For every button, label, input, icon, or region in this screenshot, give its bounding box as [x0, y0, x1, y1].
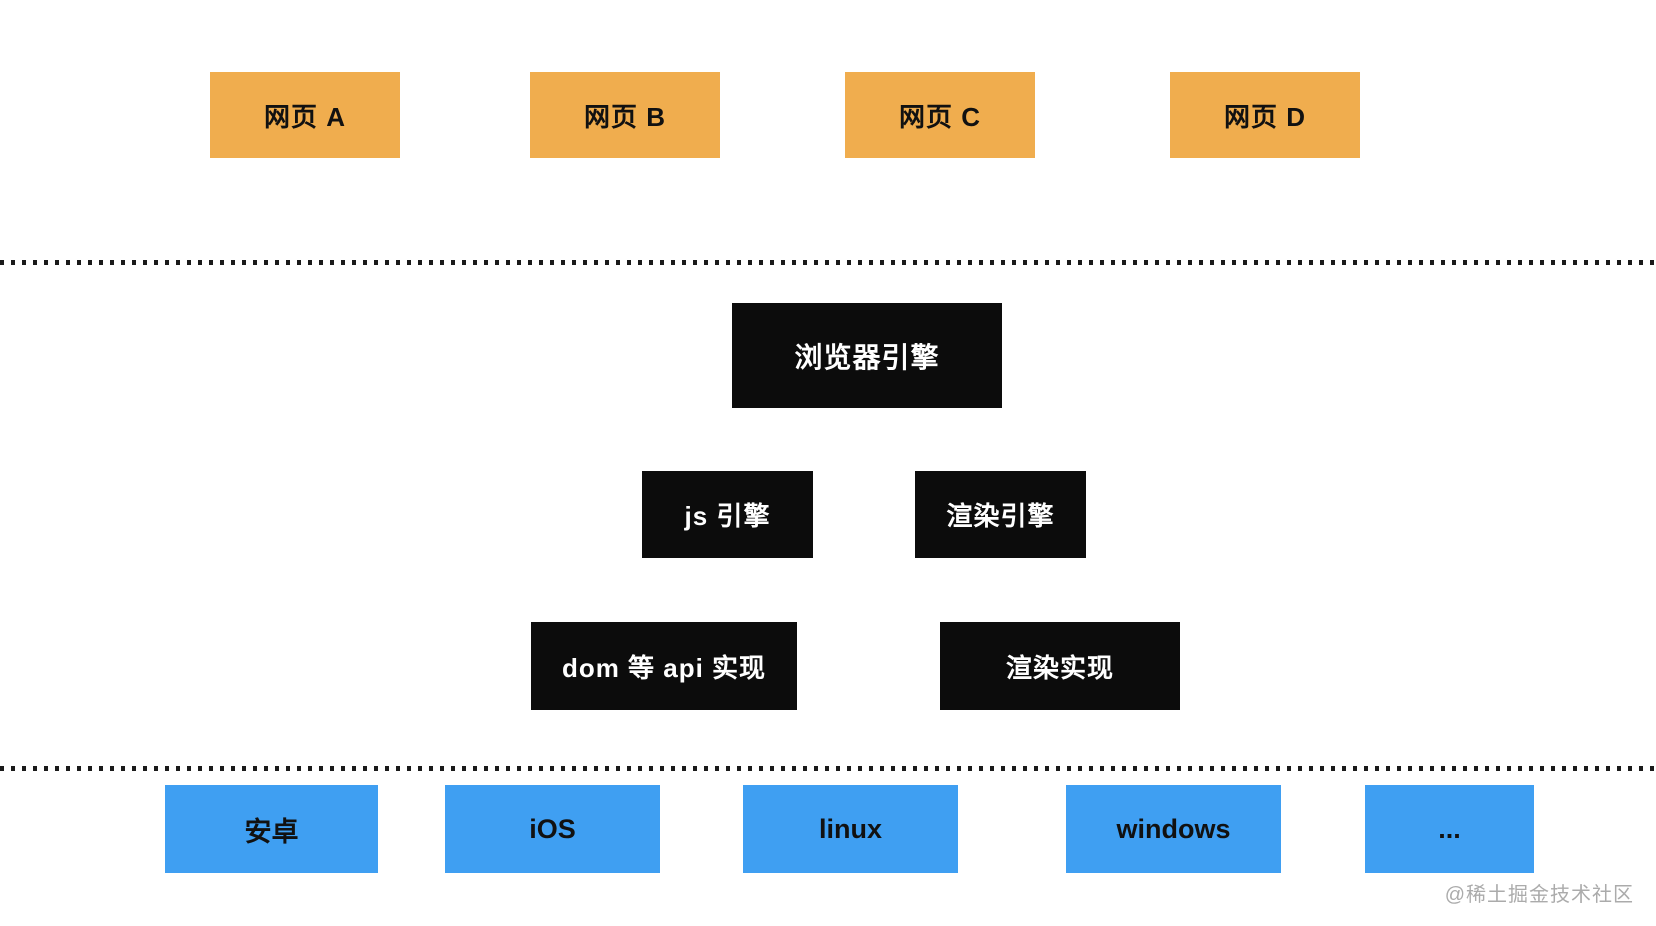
render-implementation-box: 渲染实现 [940, 622, 1180, 710]
webpage-d-box: 网页 D [1170, 72, 1360, 158]
watermark-text: @稀土掘金技术社区 [1444, 884, 1634, 906]
separator-bottom-dotted-line [0, 766, 1656, 771]
separator-top-dotted-line [0, 260, 1656, 265]
webpage-a-box: 网页 A [210, 72, 400, 158]
dom-api-implementation-box: dom 等 api 实现 [531, 622, 797, 710]
webpage-b-box: 网页 B [530, 72, 720, 158]
browser-engine-box: 浏览器引擎 [732, 303, 1002, 408]
render-engine-box: 渲染引擎 [915, 471, 1086, 558]
platform-ios-box: iOS [445, 785, 660, 873]
platform-android-box: 安卓 [165, 785, 378, 873]
platform-more-box: ... [1365, 785, 1534, 873]
platform-linux-box: linux [743, 785, 958, 873]
platform-windows-box: windows [1066, 785, 1281, 873]
js-engine-box: js 引擎 [642, 471, 813, 558]
webpage-c-box: 网页 C [845, 72, 1035, 158]
